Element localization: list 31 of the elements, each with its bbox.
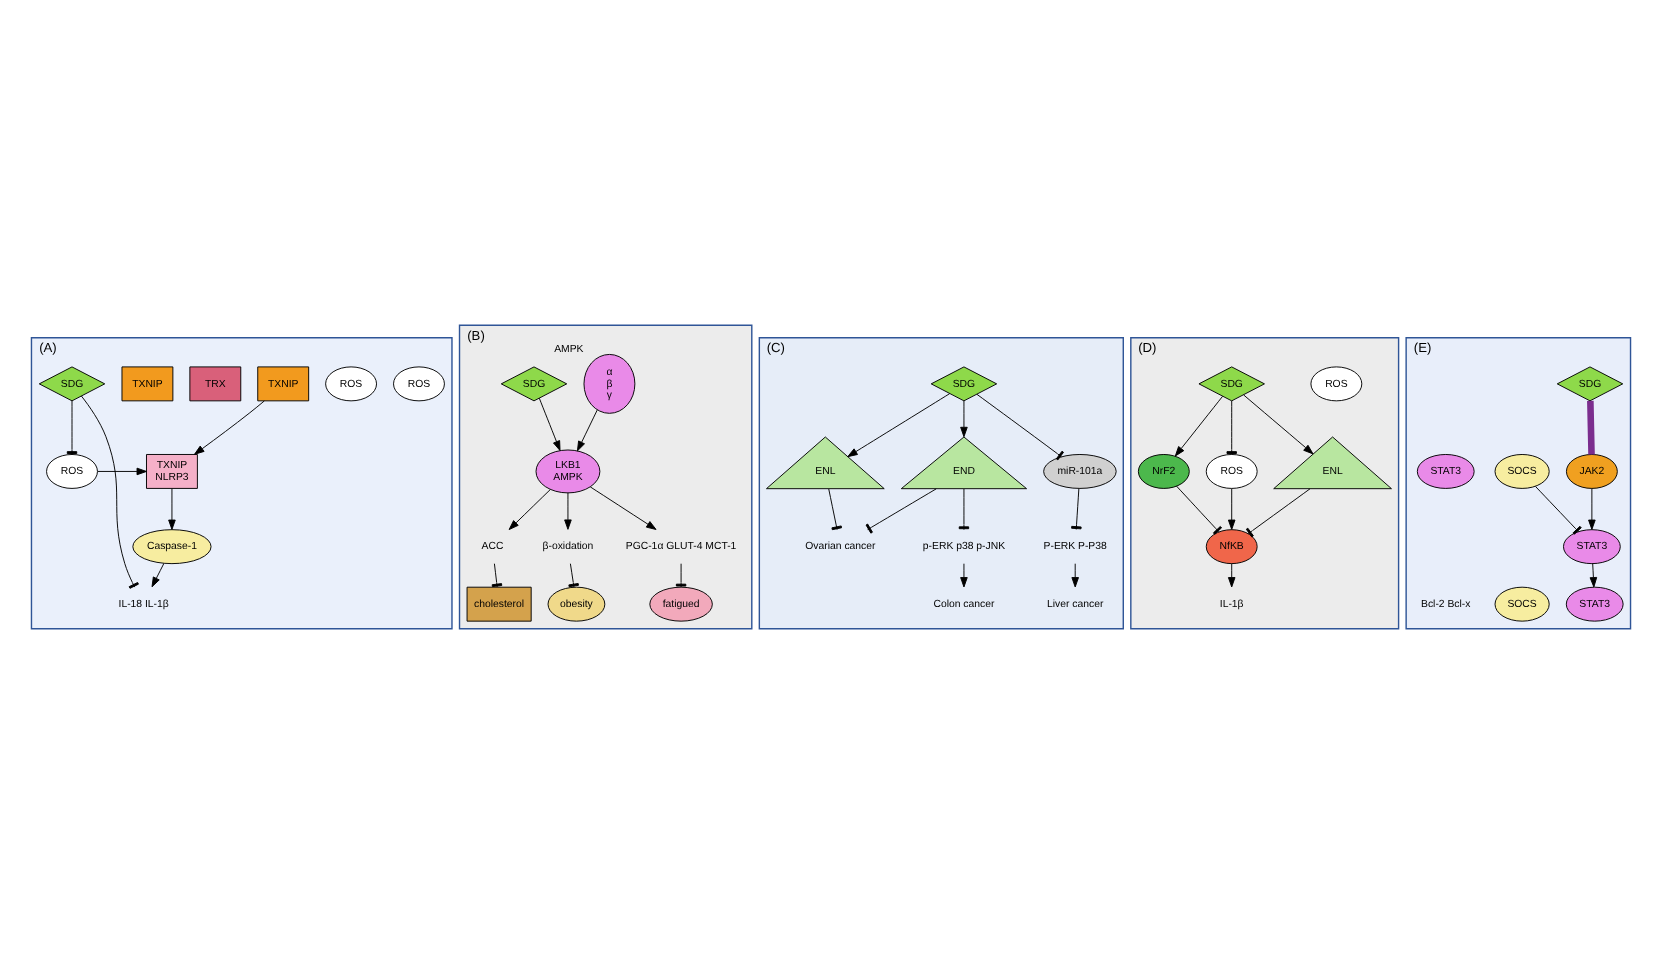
arrow <box>1174 395 1224 457</box>
arrow <box>564 492 572 530</box>
arrow <box>1243 394 1314 455</box>
arrow <box>1589 563 1598 588</box>
connector <box>1071 488 1082 530</box>
connector <box>976 393 1064 461</box>
connector <box>568 563 579 588</box>
connector <box>491 563 503 588</box>
arrow <box>847 393 951 458</box>
arrow <box>960 563 968 588</box>
arrow <box>960 400 968 438</box>
arrow <box>1588 488 1596 530</box>
connector <box>1245 488 1311 538</box>
arrow <box>1071 563 1079 588</box>
arrow <box>1227 488 1236 530</box>
connector <box>1535 486 1582 535</box>
arrow <box>151 562 165 588</box>
arrow <box>538 397 561 451</box>
arrow <box>97 467 147 476</box>
arrow <box>194 400 265 455</box>
arrow <box>1227 563 1236 588</box>
connector <box>828 488 842 531</box>
connector <box>80 395 139 589</box>
arrow <box>577 409 598 452</box>
arrow <box>589 486 657 530</box>
connector <box>1176 485 1223 535</box>
connector <box>1226 400 1237 455</box>
connector <box>1587 400 1595 455</box>
arrow <box>508 488 551 530</box>
arrow <box>168 488 176 530</box>
connector <box>865 488 937 534</box>
